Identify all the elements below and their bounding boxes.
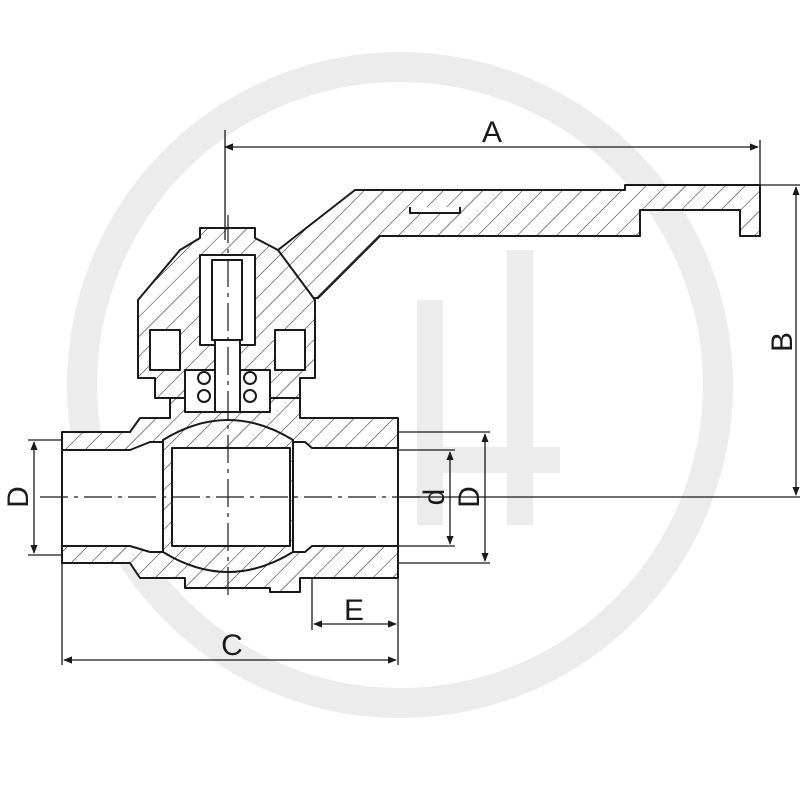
valve-handle bbox=[277, 184, 761, 299]
dimension-label-a: A bbox=[482, 116, 502, 149]
dimension-label-c: C bbox=[221, 629, 243, 662]
center-lines bbox=[40, 215, 420, 600]
bonnet bbox=[137, 227, 316, 399]
dimension-label-b: B bbox=[766, 332, 799, 352]
dimension-label-d-outer-left: D bbox=[2, 486, 35, 508]
dimension-label-d-outer-right: D bbox=[453, 486, 486, 508]
dimension-lines bbox=[28, 130, 800, 665]
dimension-label-d-inner: d bbox=[418, 489, 451, 506]
watermark-logo bbox=[67, 52, 733, 718]
dimension-label-e: E bbox=[344, 594, 364, 627]
